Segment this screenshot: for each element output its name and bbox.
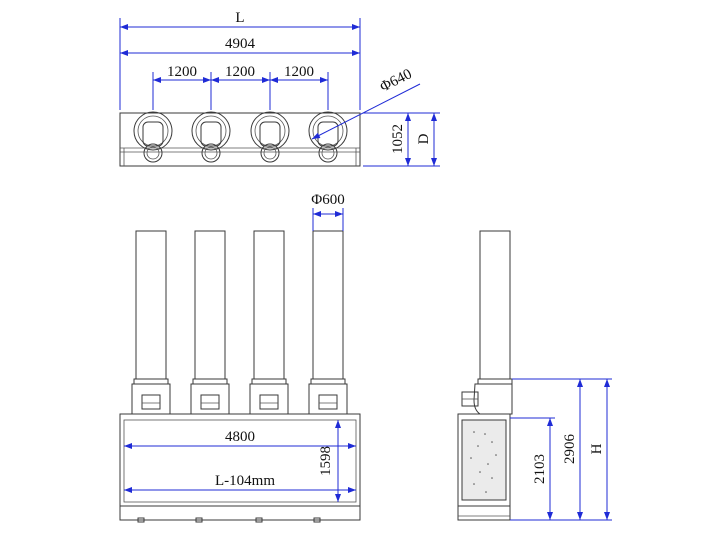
top-view: L 4904 1200 1200 1200 Φ640 1052 D — [119, 10, 440, 167]
label-spacing-1: 1200 — [167, 64, 197, 80]
label-1052: 1052 — [390, 124, 406, 154]
front-view-base — [119, 505, 361, 521]
front-duct-2 — [190, 230, 230, 415]
label-H: H — [589, 443, 605, 454]
side-duct — [479, 230, 511, 380]
label-D: D — [416, 133, 432, 144]
front-duct-3 — [249, 230, 289, 415]
side-view-base — [457, 505, 511, 521]
label-L-104mm: L-104mm — [215, 473, 275, 489]
top-hood-4 — [308, 111, 348, 163]
label-spacing-2: 1200 — [225, 64, 255, 80]
front-duct-1 — [131, 230, 171, 415]
front-view: Φ600 4800 L-104mm 1598 — [119, 192, 361, 523]
label-phi640: Φ640 — [378, 66, 415, 95]
leader-phi640 — [311, 83, 421, 140]
top-hood-3 — [250, 111, 290, 163]
label-phi600: Φ600 — [311, 192, 344, 208]
top-hood-1 — [133, 111, 173, 163]
label-spacing-3: 1200 — [284, 64, 314, 80]
label-2103: 2103 — [532, 454, 548, 484]
label-2906: 2906 — [562, 434, 578, 465]
label-4904: 4904 — [225, 36, 256, 52]
side-view: 2103 2906 H — [457, 230, 612, 521]
label-L: L — [235, 10, 244, 26]
label-1598: 1598 — [318, 446, 334, 476]
top-view-body — [119, 112, 361, 167]
label-4800: 4800 — [225, 429, 255, 445]
top-hood-2 — [191, 111, 231, 163]
front-duct-4 — [308, 230, 348, 415]
